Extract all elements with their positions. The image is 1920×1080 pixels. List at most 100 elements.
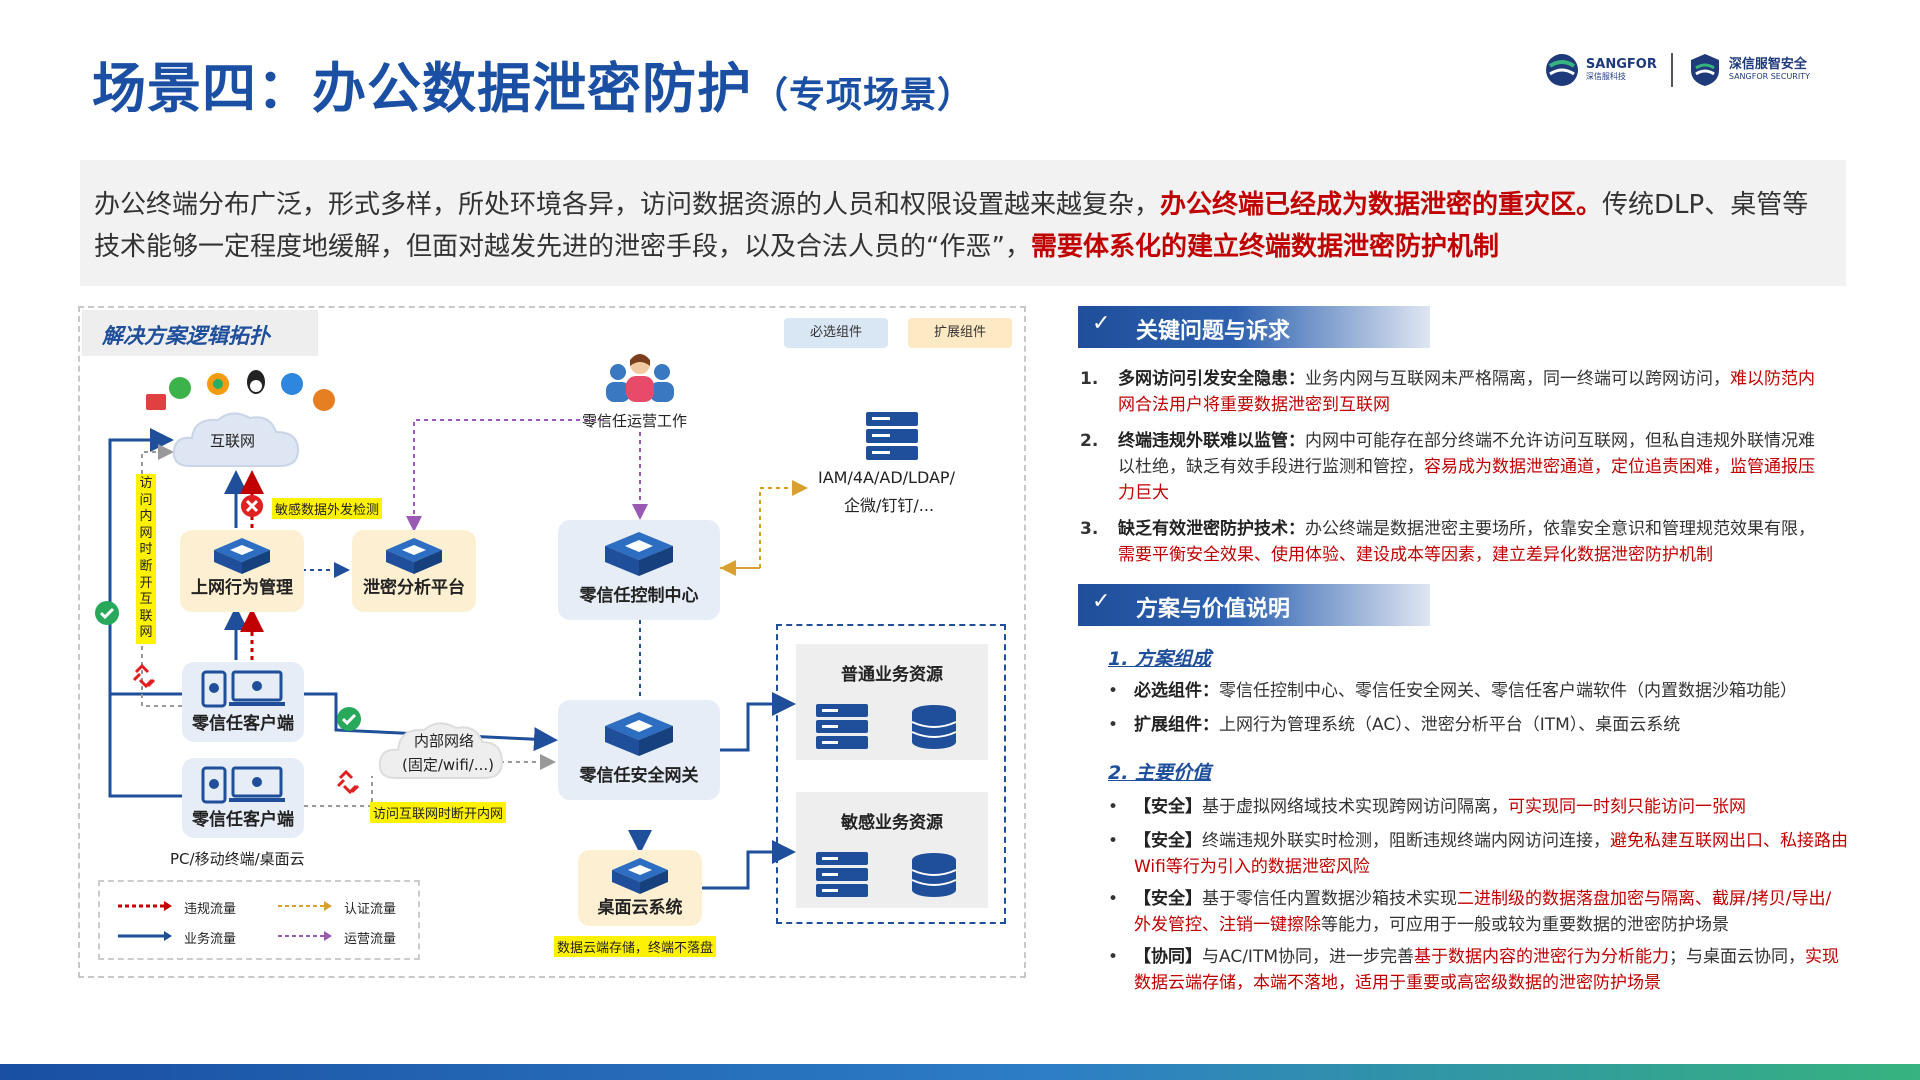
intro-box: 办公终端分布广泛，形式多样，所处环境各异，访问数据资源的人员和权限设置越来越复杂…	[80, 160, 1846, 286]
legend-violation: 违规流量	[184, 902, 237, 917]
issue-text: 内网中可能存在部分终端不允许访问互联网，但私自违规外联情况难以杜绝，缺乏有效手段…	[1118, 431, 1815, 477]
value-head: 【协同】	[1134, 947, 1202, 967]
internal-network-cloud-icon	[378, 722, 504, 779]
appliance-icon	[386, 538, 442, 574]
internal-network-label: 内部网络	[414, 732, 475, 750]
page-title-sub: （专项场景）	[752, 75, 975, 116]
section-solution-header: ✓方案与价值说明	[1078, 584, 1430, 626]
value-text: 与AC/ITM协同，进一步完善	[1202, 947, 1414, 967]
intro-text-2: 传统DLP、桌管等技术能够一定程度地缓解，但面对越发先进的泄密手段，以及合法人员…	[94, 190, 1809, 262]
issue-text: 业务内网与互联网未严格隔离，同一终端可以跨网访问，	[1305, 369, 1730, 389]
topology-title: 解决方案逻辑拓扑	[82, 310, 318, 356]
sensitive-resource-node: 敏感业务资源	[796, 792, 988, 908]
section-key-issues-header: ✓ 关键问题与诉求	[1078, 306, 1430, 348]
sangfor-logo-icon	[1545, 54, 1578, 86]
intro-emphasis-1: 办公终端已经成为数据泄密的重灾区。	[1160, 190, 1603, 220]
sangfor-logo-text: SANGFOR	[1585, 57, 1657, 73]
value-item: • 【安全】基于零信任内置数据沙箱技术实现二进制级的数据落盘加密与隔离、截屏/拷…	[1108, 886, 1848, 938]
value-head: 【安全】	[1134, 831, 1202, 851]
social-app-icons	[146, 370, 335, 411]
control-center-node: 零信任控制中心	[558, 520, 720, 620]
bullet-icon: •	[1108, 889, 1119, 909]
check-icon	[337, 707, 361, 731]
issue-number: 3.	[1080, 519, 1099, 539]
security-logo-subtext: SANGFOR SECURITY	[1728, 71, 1810, 81]
issue-item: 3. 缺乏有效泄密防护技术：办公终端是数据泄密主要场所，依靠安全意识和管理规范效…	[1080, 516, 1820, 568]
value-tail: ；与桌面云协同，	[1669, 947, 1805, 967]
sensitive-resource-label: 敏感业务资源	[841, 813, 943, 833]
legend-business-line	[118, 931, 172, 941]
gateway-node: 零信任安全网关	[558, 700, 720, 800]
flow-disconnected-1	[141, 444, 182, 707]
pc-mobile-icon	[201, 766, 285, 804]
value-emphasis: 避免私建互联网出口、私接路由Wifi等行为引入的数据泄密风险	[1134, 831, 1848, 877]
legend-violation-line	[118, 901, 172, 911]
intro-text-1: 办公终端分布广泛，形式多样，所处环境各异，访问数据资源的人员和权限设置越来越复杂…	[94, 190, 1161, 220]
ops-team-icon	[606, 354, 674, 402]
solution-composition-heading: 1. 方案组成	[1108, 648, 1212, 670]
client-node-1: 零信任客户端	[182, 662, 304, 742]
issue-emphasis: 难以防范内网合法用户将重要数据泄密到互联网	[1118, 369, 1815, 415]
app-icons	[144, 368, 344, 422]
idp-label: IAM/4A/AD/LDAP/	[818, 468, 955, 487]
issue-head: 终端违规外联难以监管：	[1118, 431, 1305, 451]
component-head: 扩展组件：	[1134, 715, 1219, 735]
shield-logo-icon	[1690, 54, 1719, 86]
value-item: • 【安全】基于虚拟网络域技术实现跨网访问隔离，可实现同一时刻只能访问一张网	[1108, 794, 1848, 820]
cloud-storage-note: 数据云端存储，终端不落盘	[554, 936, 717, 957]
endpoints-label: PC/移动终端/桌面云	[170, 850, 305, 868]
issue-emphasis: 容易成为数据泄密通道，定位追责困难，监管通报压力巨大	[1118, 457, 1815, 503]
component-text: 零信任控制中心、零信任安全网关、零信任客户端软件（内置数据沙箱功能）	[1219, 681, 1797, 701]
issue-emphasis: 需要平衡安全效果、使用体验、建设成本等因素，建立差异化数据泄密防护机制	[1118, 545, 1713, 565]
value-text: 基于虚拟网络域技术实现跨网访问隔离，	[1202, 797, 1508, 817]
logo-separator	[1670, 53, 1673, 87]
broken-link-icon	[132, 663, 156, 689]
legend-required-badge: 必选组件	[784, 318, 888, 348]
page-title-main: 场景四：办公数据泄密防护	[92, 57, 752, 120]
legend-operation: 运营流量	[344, 932, 397, 947]
section-solution-title: 方案与价值说明	[1136, 597, 1291, 622]
legend-auth-line	[278, 901, 332, 911]
bullet-icon: •	[1108, 681, 1119, 701]
issue-head: 缺乏有效泄密防护技术：	[1118, 519, 1305, 539]
checkmark-icon: ✓	[1092, 311, 1111, 336]
issue-text: 办公终端是数据泄密主要场所，依靠安全意识和管理规范效果有限，	[1305, 519, 1815, 539]
appliance-icon	[214, 538, 270, 574]
legend-operation-line	[278, 931, 332, 941]
navigation-icon	[281, 373, 303, 395]
bullet-icon: •	[1108, 831, 1119, 851]
appliance-icon	[605, 532, 673, 576]
directory-server-icon	[866, 412, 918, 460]
leak-analysis-label: 泄密分析平台	[363, 578, 465, 598]
component-item: • 必选组件：零信任控制中心、零信任安全网关、零信任客户端软件（内置数据沙箱功能…	[1108, 678, 1848, 704]
behavior-mgmt-label: 上网行为管理	[191, 578, 293, 598]
internet-label: 互联网	[210, 432, 256, 450]
component-text: 上网行为管理系统（AC）、泄密分析平台（ITM）、桌面云系统	[1219, 715, 1681, 735]
ops-label: 零信任运营工作	[582, 412, 688, 430]
value-text: 终端违规外联实时检测，阻断违规终端内网访问连接，	[1202, 831, 1610, 851]
page-title: 场景四：办公数据泄密防护（专项场景）	[92, 44, 974, 123]
footer-gradient-bar	[0, 1064, 1920, 1080]
legend-business: 业务流量	[184, 932, 237, 947]
internet-cloud-icon	[172, 412, 300, 467]
bullet-icon: •	[1108, 947, 1119, 967]
resources-group	[776, 624, 1006, 924]
flow-ops-to-leak	[406, 419, 604, 532]
value-head: 【安全】	[1134, 797, 1202, 817]
section-key-issues-title: 关键问题与诉求	[1136, 319, 1291, 344]
wechat-icon	[169, 377, 191, 399]
security-logo-text: 深信服智安全	[1728, 57, 1807, 73]
desktop-cloud-label: 桌面云系统	[597, 898, 683, 918]
vertical-disconnect-note: 访问内网时断开互联网	[136, 474, 156, 644]
issue-number: 1.	[1080, 369, 1099, 389]
main-value-heading: 2. 主要价值	[1108, 762, 1212, 784]
internal-network-sublabel: (固定/wifi/...)	[402, 756, 494, 774]
value-emphasis: 基于数据内容的泄密行为分析能力	[1414, 947, 1669, 967]
block-icon	[241, 495, 263, 517]
pc-mobile-icon	[201, 670, 285, 708]
server-database-icon	[816, 852, 957, 897]
topology-panel	[78, 306, 1026, 978]
